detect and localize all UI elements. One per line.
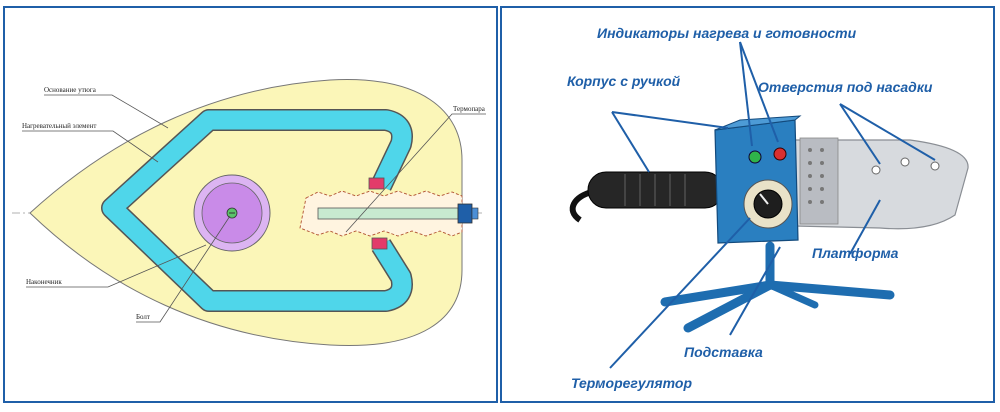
welding-device-illustration: Индикаторы нагрева и готовности Корпус с… [567,25,969,391]
terminal-bottom [371,237,388,250]
label-thermoregulator: Терморегулятор [571,375,692,391]
leader-thermocouple [345,113,486,233]
handle-grip [624,174,686,206]
label-holes: Отверстия под насадки [758,79,933,95]
green-led [748,150,762,164]
label-base: Основание утюга [44,86,97,94]
nozzle-hole-2 [900,157,910,167]
red-led [773,147,787,161]
leader-heating [22,130,159,163]
platform-radiator [799,137,839,225]
left-diagram-frame [3,6,498,403]
heating-element-fill [102,110,412,311]
radiator-holes [808,148,824,204]
label-thermocouple: Термопара [453,105,486,113]
label-bolt: Болт [136,313,150,321]
leader-tip [26,244,207,288]
label-indicators: Индикаторы нагрева и готовности [597,25,857,41]
label-stand: Подставка [684,344,763,360]
label-platform: Платформа [812,245,899,261]
label-tip: Наконечник [26,278,62,286]
thermocouple-rod [317,207,459,220]
thermocouple-plug [471,207,479,220]
nozzle-hole-3 [930,161,940,171]
label-body-handle: Корпус с ручкой [567,73,681,89]
iron-schematic: Основание утюга Нагревательный элемент Н… [12,79,486,347]
nozzle-hole-1 [871,165,881,175]
leader-base [44,94,169,129]
leader-bolt [136,215,231,323]
terminal-top [368,177,385,190]
label-heating-element: Нагревательный элемент [22,122,96,130]
right-photo-frame [500,6,995,403]
thermocouple-connector [457,203,473,224]
device-body-top [714,115,802,131]
blue-leaders [609,41,936,369]
